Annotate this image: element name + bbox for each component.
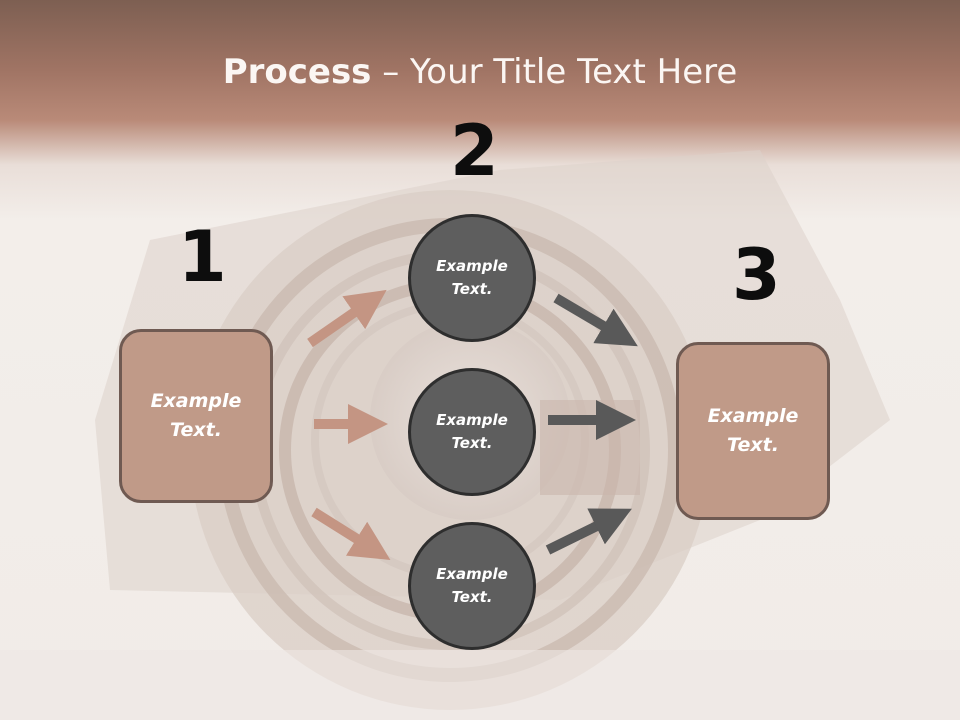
title-bold: Process <box>222 52 372 92</box>
slide-title: Process – Your Title Text Here <box>0 52 960 92</box>
arrow-right-up <box>545 508 632 555</box>
left-step-box: Example Text. <box>119 329 273 503</box>
arrow-right-down <box>553 293 638 347</box>
arrow-left-down <box>311 507 391 560</box>
arrow-left-up <box>307 289 387 348</box>
circle-top: Example Text. <box>408 214 536 342</box>
circle-bottom: Example Text. <box>408 522 536 650</box>
circle-middle: Example Text. <box>408 368 536 496</box>
step-number-3: 3 <box>732 234 781 316</box>
step-number-2: 2 <box>450 110 499 192</box>
step-number-1: 1 <box>178 216 227 298</box>
right-step-box: Example Text. <box>676 342 830 520</box>
title-rest: – Your Title Text Here <box>371 52 738 92</box>
